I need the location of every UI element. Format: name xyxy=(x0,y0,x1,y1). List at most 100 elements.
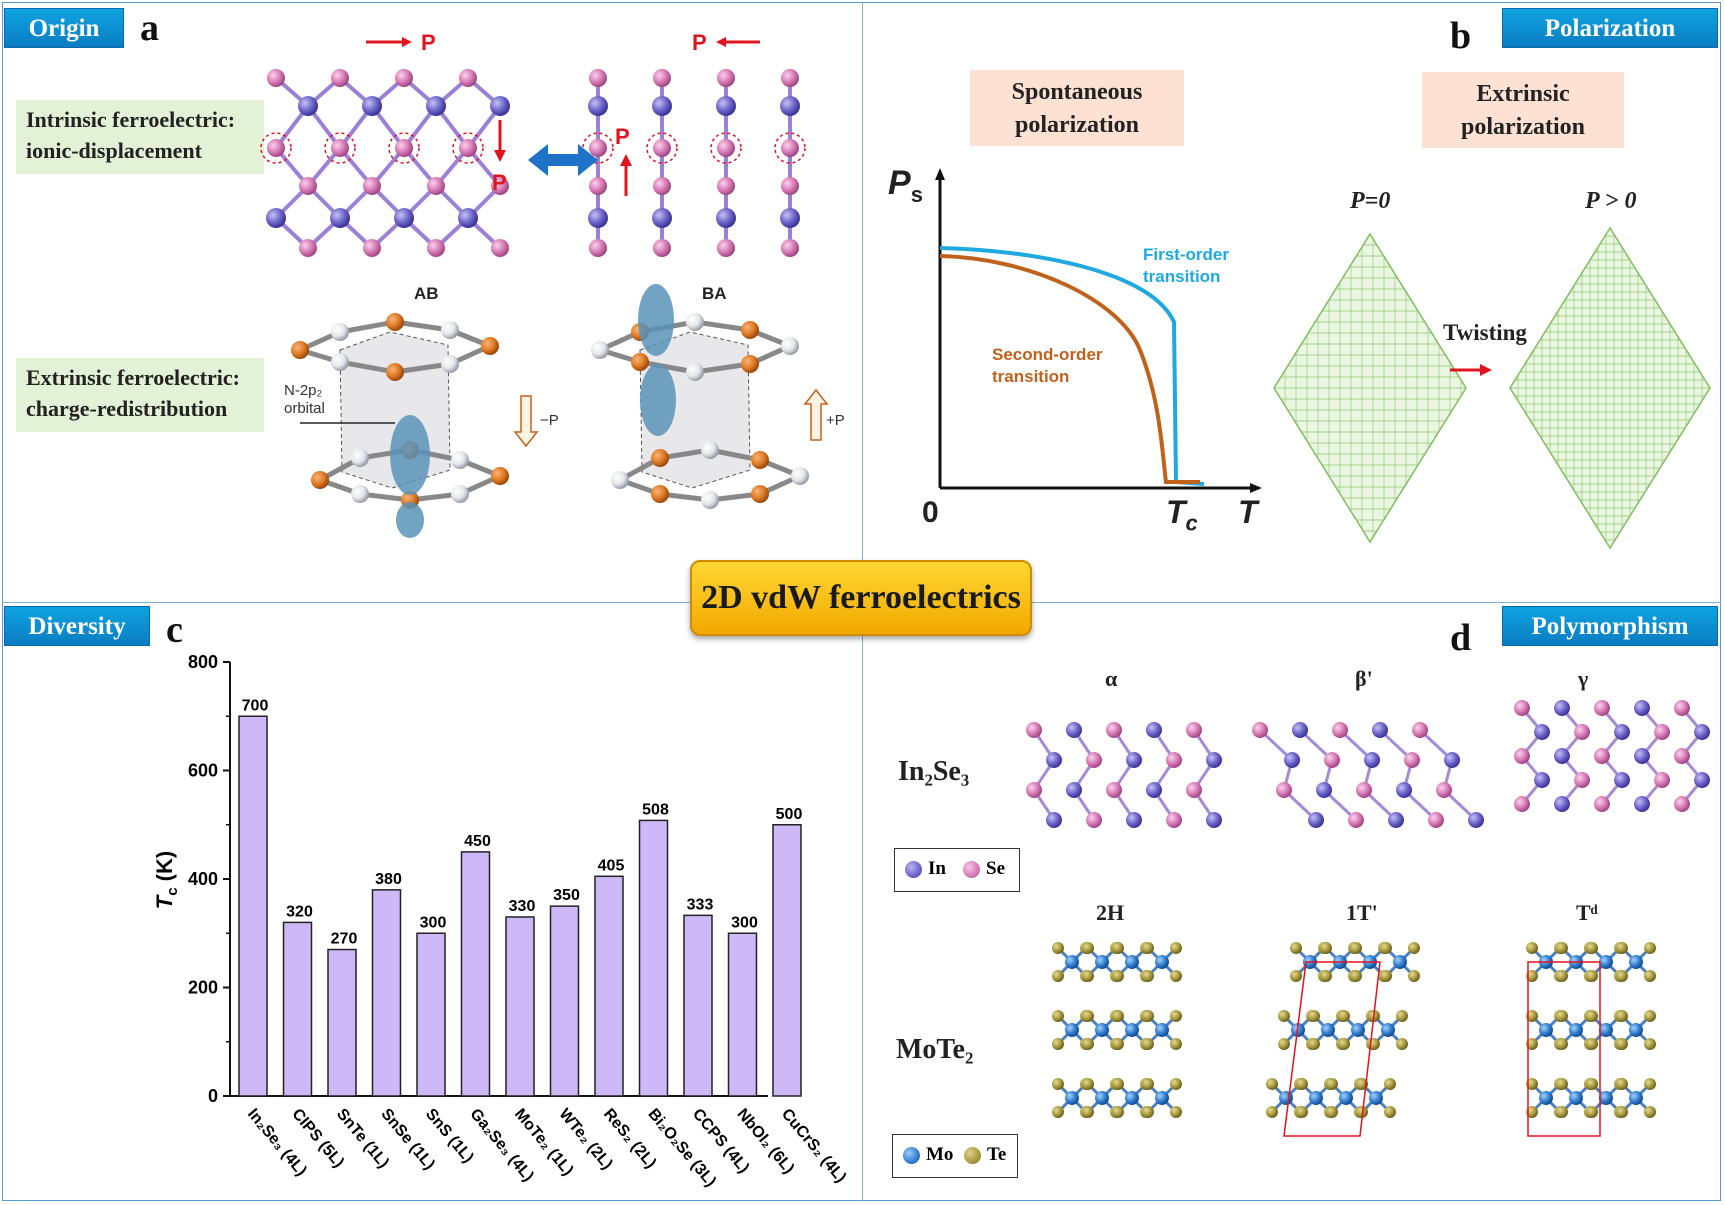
bar xyxy=(727,932,758,1097)
se-atom xyxy=(653,139,671,157)
in-atom xyxy=(1534,724,1550,740)
n-atom xyxy=(386,363,404,381)
mo-atom xyxy=(1065,955,1079,969)
te-atom xyxy=(1142,942,1154,954)
te-atom xyxy=(1266,1078,1278,1090)
in-atom xyxy=(298,96,318,116)
te-atom xyxy=(1526,1038,1538,1050)
se-atom xyxy=(1674,796,1690,812)
in-atom xyxy=(362,96,382,116)
displacement-ring xyxy=(452,132,484,164)
b-atom xyxy=(781,337,799,355)
in-atom xyxy=(1126,812,1142,828)
te-atom xyxy=(1320,942,1332,954)
se-atom xyxy=(1086,752,1102,768)
se-atom xyxy=(331,139,349,157)
in-atom xyxy=(1694,724,1710,740)
mo-atom xyxy=(1339,1091,1353,1105)
bar-value-label: 300 xyxy=(420,914,447,931)
mo-atom xyxy=(1279,1091,1293,1105)
se-atom xyxy=(781,239,799,257)
p-arrow-down-head xyxy=(494,150,506,162)
panel-letter-d: d xyxy=(1450,617,1472,659)
se-atom xyxy=(1348,812,1364,828)
mo-atom xyxy=(1539,1023,1553,1037)
phase-beta-prime-label: β' xyxy=(1355,666,1373,691)
se-atom xyxy=(1594,748,1610,764)
te-atom xyxy=(1586,942,1598,954)
bar-value-label: 350 xyxy=(553,887,580,904)
mo-atom xyxy=(1393,955,1407,969)
se-atom xyxy=(1574,772,1590,788)
te-atom-icon xyxy=(964,1147,981,1164)
se-atom xyxy=(459,139,477,157)
displacement-ring xyxy=(388,132,420,164)
in-atom xyxy=(1444,752,1460,768)
in-atom xyxy=(1066,782,1082,798)
te-atom xyxy=(1290,942,1302,954)
se-atom xyxy=(299,239,317,257)
p-label-top-left: P xyxy=(421,30,436,55)
mo-atom xyxy=(1369,1091,1383,1105)
legend-se: Se xyxy=(986,858,1005,879)
te-atom xyxy=(1526,970,1538,982)
in-atom xyxy=(1614,724,1630,740)
se-atom xyxy=(1514,748,1530,764)
te-atom xyxy=(1644,1010,1656,1022)
te-atom xyxy=(1356,1106,1368,1118)
te-atom xyxy=(1586,1038,1598,1050)
te-atom xyxy=(1082,1038,1094,1050)
mo-atom xyxy=(1125,1023,1139,1037)
se-atom xyxy=(1404,752,1420,768)
in-se-legend: In Se xyxy=(894,848,1020,892)
te-atom xyxy=(1616,942,1628,954)
n-atom xyxy=(481,337,499,355)
mo-atom xyxy=(1095,1023,1109,1037)
n-atom xyxy=(291,341,309,359)
se-atom xyxy=(1324,752,1340,768)
te-atom xyxy=(1052,1010,1064,1022)
te-atom xyxy=(1644,1038,1656,1050)
bar-value-label: 330 xyxy=(509,898,536,915)
te-atom xyxy=(1112,970,1124,982)
mo-atom xyxy=(1629,955,1643,969)
te-atom xyxy=(1112,1106,1124,1118)
te-atom xyxy=(1556,1078,1568,1090)
tag-polymorphism: Polymorphism xyxy=(1502,606,1718,646)
switching-double-arrow xyxy=(528,144,598,176)
in-atom xyxy=(458,208,478,228)
orbital-lobe xyxy=(638,284,674,356)
te-atom xyxy=(1526,1106,1538,1118)
te-atom xyxy=(1616,970,1628,982)
in-atom xyxy=(1614,772,1630,788)
te-atom xyxy=(1082,942,1094,954)
bar xyxy=(772,824,802,1097)
te-atom xyxy=(1170,970,1182,982)
hbn-bond xyxy=(694,319,751,333)
phase-2h-label: 2H xyxy=(1096,900,1125,925)
in-atom xyxy=(1634,748,1650,764)
in-atom xyxy=(652,208,672,228)
mo-atom xyxy=(1599,955,1613,969)
se-atom xyxy=(1674,700,1690,716)
orbital-lobe-lower xyxy=(640,364,676,436)
se-atom xyxy=(1086,812,1102,828)
te-atom xyxy=(1644,1078,1656,1090)
te-atom xyxy=(1052,970,1064,982)
in-atom xyxy=(588,96,608,116)
in-atom xyxy=(394,208,414,228)
hbn-bond xyxy=(394,361,451,375)
te-atom xyxy=(1338,1038,1350,1050)
phase-td-label: Tᵈ xyxy=(1576,900,1598,925)
te-atom xyxy=(1052,1078,1064,1090)
first-order-curve xyxy=(939,246,1205,486)
se-atom xyxy=(1412,722,1428,738)
polarization-temperature-plot xyxy=(935,168,1711,550)
te-atom xyxy=(1408,970,1420,982)
displacement-ring xyxy=(582,132,614,164)
se-atom xyxy=(589,177,607,195)
te-atom xyxy=(1396,1038,1408,1050)
y-tick-label: 400 xyxy=(188,869,218,889)
phase-gamma-label: γ xyxy=(1578,666,1589,691)
